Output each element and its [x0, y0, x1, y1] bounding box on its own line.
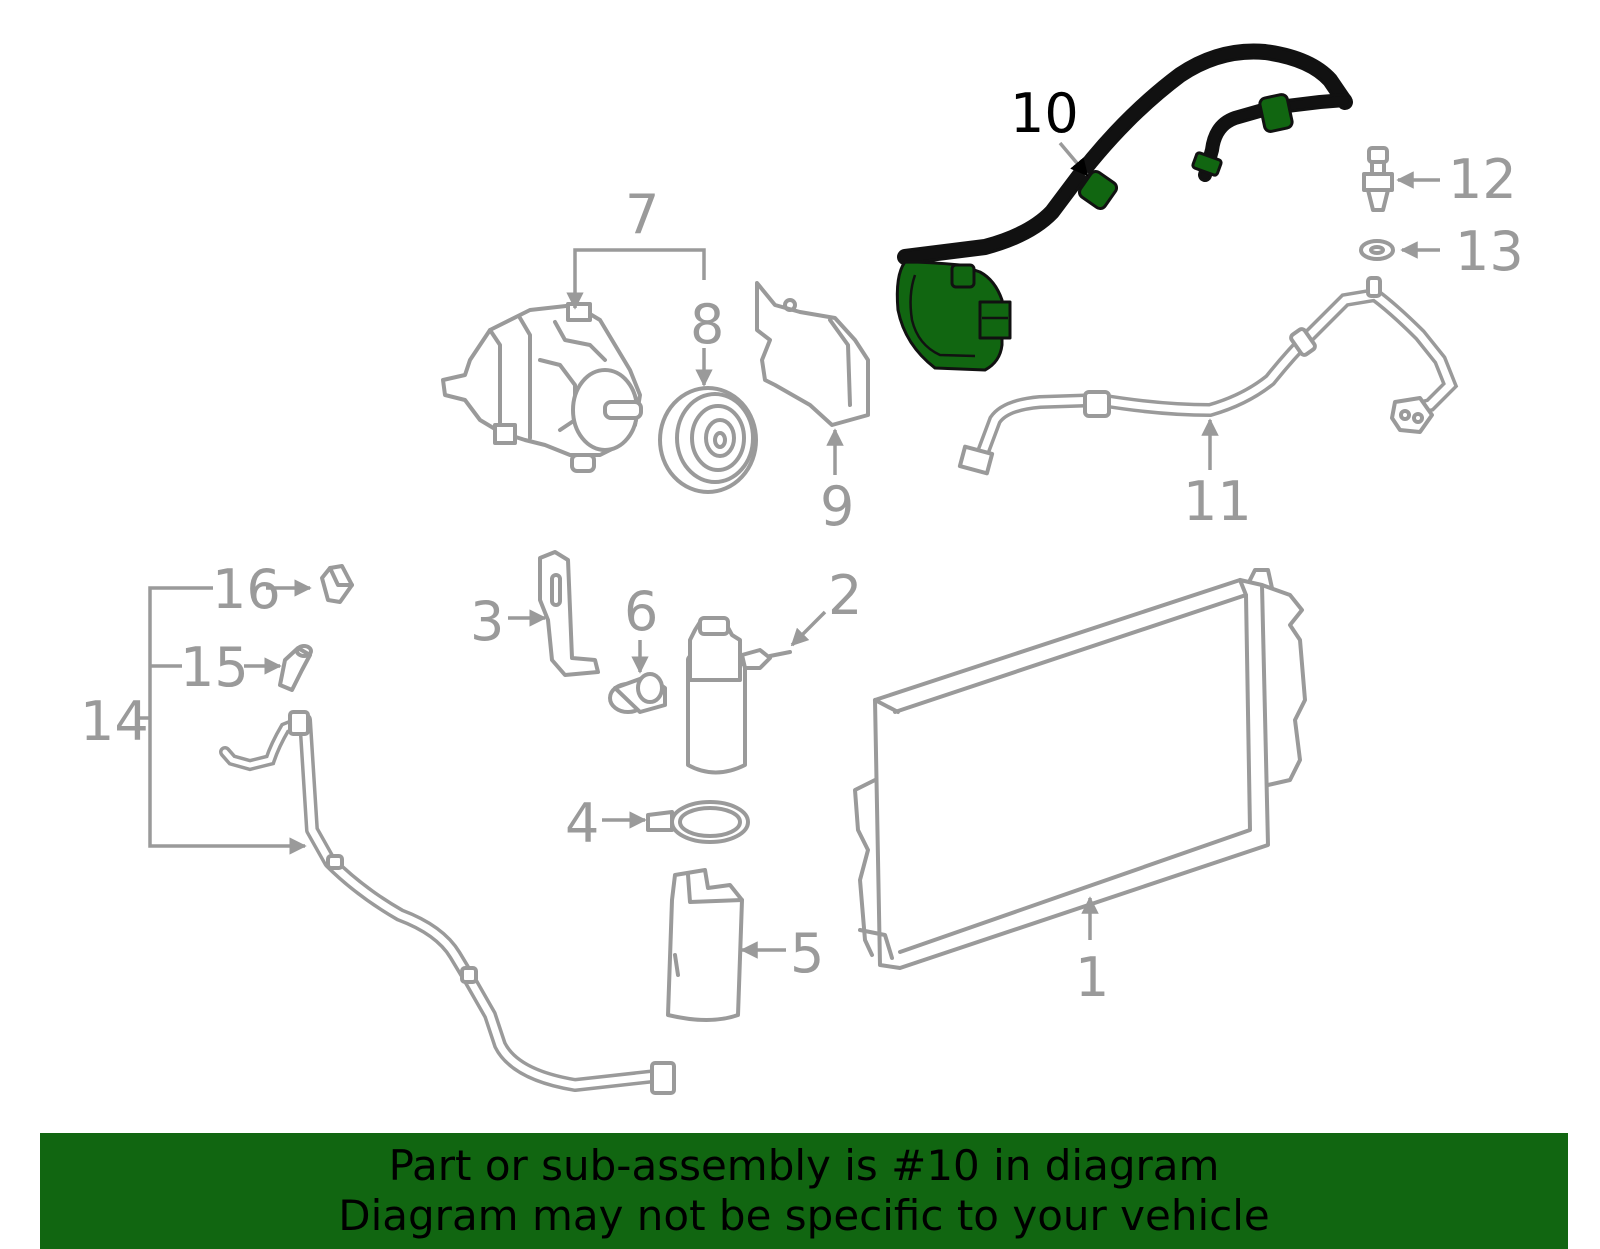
- callout-16: 16: [212, 558, 281, 621]
- part-8-clutch-pulley[interactable]: [658, 386, 758, 494]
- part-10-hose-assembly[interactable]: [895, 43, 1353, 372]
- callout-2: 2: [828, 564, 862, 627]
- part-6-cap[interactable]: [608, 672, 667, 714]
- part-5-desiccant[interactable]: [666, 868, 744, 1022]
- part-11-liquid-line[interactable]: [957, 276, 1459, 476]
- part-9-bracket[interactable]: [755, 281, 870, 427]
- part-1-condenser[interactable]: [853, 568, 1307, 970]
- part-12-valve[interactable]: [1362, 146, 1394, 212]
- part-16-cap[interactable]: [320, 564, 354, 604]
- callout-5: 5: [790, 922, 824, 985]
- callout-15: 15: [180, 636, 249, 699]
- callout-1: 1: [1075, 946, 1109, 1009]
- part-13-o-ring[interactable]: [1359, 239, 1395, 261]
- part-14-line-assembly[interactable]: [219, 710, 676, 1095]
- callout-8: 8: [690, 293, 724, 356]
- callout-6: 6: [624, 580, 658, 643]
- callout-14: 14: [80, 690, 149, 753]
- part-15-valve-core[interactable]: [278, 644, 313, 692]
- callout-7: 7: [625, 183, 659, 246]
- callout-9: 9: [820, 475, 854, 538]
- callout-12: 12: [1448, 148, 1517, 211]
- part-4-clamp[interactable]: [646, 800, 750, 844]
- leader-lines: [140, 141, 1440, 959]
- part-2-receiver-dryer[interactable]: [686, 616, 792, 775]
- callout-11: 11: [1183, 470, 1252, 533]
- info-banner: Part or sub-assembly is #10 in diagram D…: [40, 1133, 1568, 1249]
- callout-13: 13: [1455, 220, 1524, 283]
- callout-3: 3: [470, 590, 504, 653]
- callout-10: 10: [1010, 82, 1079, 145]
- banner-line-disclaimer: Diagram may not be specific to your vehi…: [338, 1191, 1270, 1240]
- part-7-compressor[interactable]: [441, 302, 643, 473]
- banner-line-part-number: Part or sub-assembly is #10 in diagram: [388, 1141, 1220, 1190]
- callout-4: 4: [565, 792, 599, 855]
- part-3-bracket[interactable]: [538, 550, 600, 677]
